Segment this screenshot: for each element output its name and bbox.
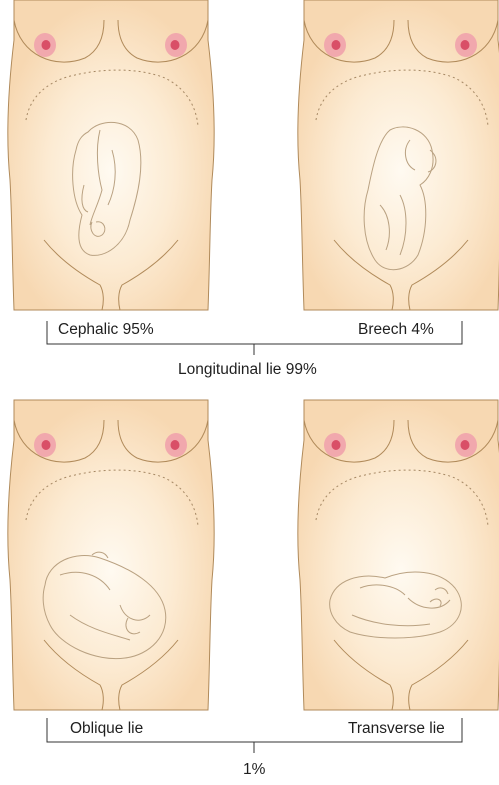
- nipple-left: [34, 33, 56, 57]
- nipple-left: [324, 433, 346, 457]
- label-longitudinal-lie: Longitudinal lie 99%: [178, 362, 317, 378]
- nipple-right: [455, 433, 477, 457]
- label-breech: Breech 4%: [358, 322, 434, 338]
- label-one-percent: 1%: [243, 762, 265, 778]
- nipple-left: [34, 433, 56, 457]
- torso-cephalic: [8, 0, 214, 310]
- nipple-left: [324, 33, 346, 57]
- label-oblique: Oblique lie: [70, 721, 143, 737]
- torso-oblique: [8, 400, 214, 710]
- nipple-right: [165, 33, 187, 57]
- nipple-right: [455, 33, 477, 57]
- label-cephalic: Cephalic 95%: [58, 322, 154, 338]
- nipple-right: [165, 433, 187, 457]
- torso-transverse: [298, 400, 499, 710]
- label-transverse: Transverse lie: [348, 721, 445, 737]
- torso-breech: [298, 0, 499, 310]
